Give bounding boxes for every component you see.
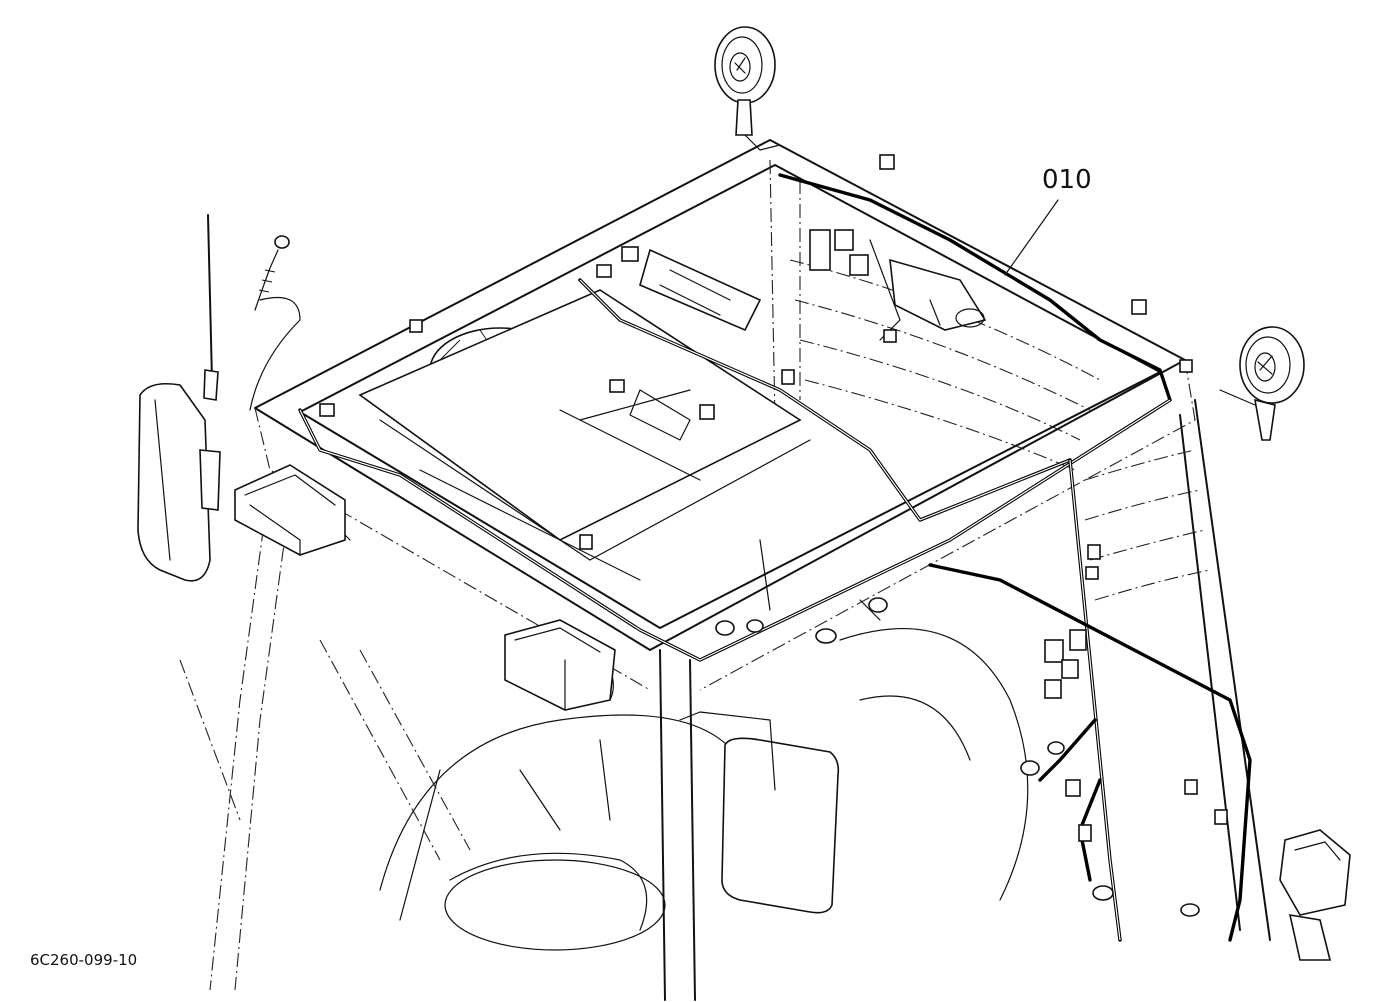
work-lamp-right [1279, 829, 1351, 961]
mirror-center [679, 711, 840, 914]
callout-leader [1004, 199, 1059, 276]
work-lamp-left [234, 464, 346, 556]
beacon-light-right [1219, 326, 1305, 441]
wiring-harness [249, 173, 1252, 942]
cab-pillars [209, 159, 1271, 1001]
antenna [203, 214, 290, 401]
connectors [319, 154, 1228, 917]
cab-interior [179, 628, 1029, 951]
wiper-motor [889, 258, 987, 331]
ac-box [358, 289, 811, 581]
part-callout-label: 010 [1042, 165, 1092, 195]
beacon-light-left [714, 26, 781, 151]
work-lamp-front [504, 619, 616, 711]
rear-ecu [639, 248, 762, 332]
figure-code-label: 6C260-099-10 [30, 951, 137, 969]
mirror-left [137, 382, 221, 582]
rear-window [789, 259, 1211, 601]
